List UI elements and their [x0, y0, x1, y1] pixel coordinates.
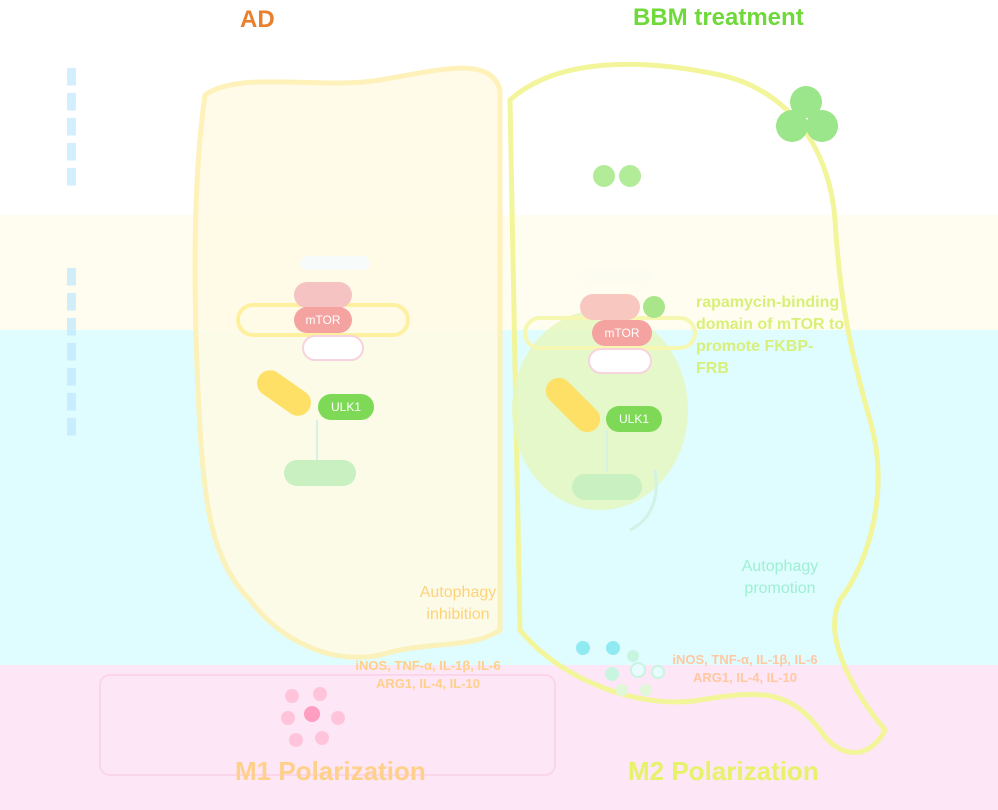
right-markers: iNOS, TNF-α, IL-1β, IL-6 ARG1, IL-4, IL-…: [640, 651, 850, 687]
m1-polarization-label: M1 Polarization: [235, 756, 426, 786]
right-cell-outline: [507, 61, 888, 755]
left-cell-outline: [192, 65, 503, 660]
right-m2-markers: ARG1, IL-4, IL-10: [692, 670, 798, 685]
right-rictor-pill: [588, 348, 652, 374]
autophagy-inhibition-note: Autophagy inhibition: [419, 584, 497, 623]
autophagy-promotion-note: Autophagy promotion: [741, 558, 819, 597]
right-panel-title: BBM treatment: [633, 4, 804, 31]
right-atg-pill: [572, 474, 642, 500]
left-atg-pill: [284, 460, 356, 486]
m2-polarization-label: M2 Polarization: [628, 756, 819, 786]
right-mtor-label: mTOR: [604, 326, 640, 340]
left-m1-markers: iNOS, TNF-α, IL-1β, IL-6: [355, 658, 501, 673]
polarization-region: [0, 665, 998, 810]
left-ulk-pill: ULK1: [318, 394, 374, 420]
left-rictor-pill: [302, 335, 364, 361]
left-m2-markers: ARG1, IL-4, IL-10: [375, 676, 481, 691]
left-markers: iNOS, TNF-α, IL-1β, IL-6 ARG1, IL-4, IL-…: [318, 657, 538, 693]
right-m1-markers: iNOS, TNF-α, IL-1β, IL-6: [672, 652, 818, 667]
left-mtor-pill: mTOR: [294, 307, 352, 333]
left-raptor-pill: [294, 282, 352, 308]
fkbp-frb-description: rapamycin-binding domain of mTOR to prom…: [696, 294, 845, 377]
left-ulk-label: ULK1: [330, 400, 362, 414]
right-raptor-pill: [580, 294, 640, 320]
right-ulk-pill: ULK1: [606, 406, 662, 432]
right-mtor-pill: mTOR: [592, 320, 652, 346]
left-panel-title: AD: [240, 6, 275, 33]
left-mtor-label: mTOR: [305, 313, 341, 327]
right-ulk-label: ULK1: [618, 412, 650, 426]
